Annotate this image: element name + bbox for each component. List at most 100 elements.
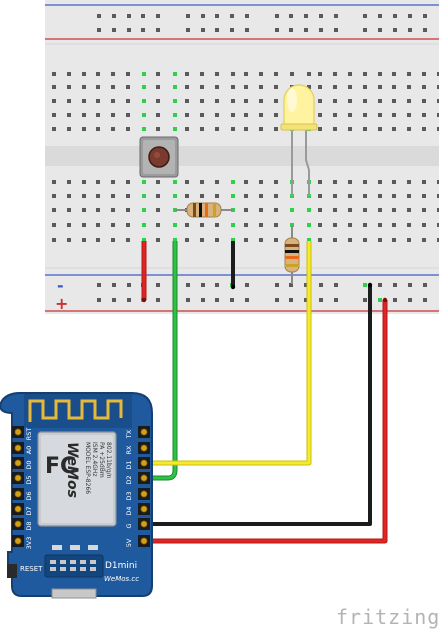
wemos-d1-mini-board: FC WeMos MODEL ESP-8266 ISM 2.4GHz PA +2… [0, 392, 153, 599]
breadboard-hole [245, 28, 249, 32]
breadboard-hole [334, 283, 338, 287]
reset-label: RESET [20, 565, 43, 573]
breadboard-hole-active [378, 298, 382, 302]
breadboard-hole [423, 298, 427, 302]
breadboard-hole [274, 99, 278, 103]
breadboard-hole [378, 99, 382, 103]
breadboard-hole [363, 72, 367, 76]
breadboard-hole [437, 127, 439, 131]
breadboard-hole [200, 180, 204, 184]
breadboard-hole-active [173, 99, 177, 103]
breadboard-hole [348, 223, 352, 227]
header-pin-pad [14, 444, 22, 452]
push-button[interactable] [139, 136, 179, 178]
header-pin-pad [14, 428, 22, 436]
header-pin-pad [14, 505, 22, 513]
breadboard-hole [333, 223, 337, 227]
breadboard-hole [156, 127, 160, 131]
breadboard-hole [52, 72, 56, 76]
breadboard-hole [156, 298, 160, 302]
breadboard-hole [82, 72, 86, 76]
breadboard-hole [156, 194, 160, 198]
breadboard-hole [156, 208, 160, 212]
right-pin-label: D1 [125, 460, 133, 469]
breadboard-hole [127, 28, 131, 32]
breadboard-hole [363, 238, 367, 242]
breadboard-hole [363, 14, 367, 18]
breadboard-hole [215, 180, 219, 184]
breadboard-hole [437, 238, 439, 242]
breadboard-hole [318, 113, 322, 117]
breadboard-hole [378, 127, 382, 131]
breadboard-hole [96, 223, 100, 227]
breadboard-hole [333, 238, 337, 242]
module-line-3: 802.11b/g/n [105, 442, 112, 479]
breadboard-hole [111, 223, 115, 227]
breadboard-hole [67, 180, 71, 184]
rail-minus-sign: - [57, 276, 64, 295]
breadboard-hole [363, 113, 367, 117]
left-pin-label: D6 [25, 491, 33, 500]
breadboard-hole [156, 223, 160, 227]
breadboard-hole [126, 85, 130, 89]
breadboard-hole [289, 283, 293, 287]
header-pin-pad [140, 444, 148, 452]
breadboard-hole [378, 238, 382, 242]
breadboard-hole [363, 223, 367, 227]
breadboard-hole [215, 298, 219, 302]
breadboard-hole [245, 298, 249, 302]
breadboard-hole [319, 283, 323, 287]
breadboard-hole [111, 113, 115, 117]
breadboard-hole [67, 223, 71, 227]
breadboard-hole [348, 180, 352, 184]
breadboard-hole [437, 99, 439, 103]
breadboard-hole [186, 283, 190, 287]
breadboard-hole [82, 194, 86, 198]
breadboard-hole-active [142, 85, 146, 89]
breadboard-hole [407, 194, 411, 198]
breadboard-hole [363, 208, 367, 212]
breadboard-hole [363, 99, 367, 103]
breadboard-hole [275, 14, 279, 18]
site-label: WeMos.cc [104, 575, 139, 583]
led[interactable] [280, 84, 318, 196]
breadboard-hole [215, 238, 219, 242]
breadboard-hole [244, 113, 248, 117]
breadboard-hole [422, 72, 426, 76]
header-pin-pad [140, 520, 148, 528]
red-wire[interactable] [144, 300, 387, 543]
header-pin-pad [14, 520, 22, 528]
breadboard-hole [422, 113, 426, 117]
wire-end [367, 282, 373, 288]
yellow-wire[interactable] [144, 241, 311, 465]
breadboard-hole [244, 208, 248, 212]
breadboard-hole [378, 85, 382, 89]
reset-button[interactable] [7, 564, 17, 578]
breadboard-hole [334, 28, 338, 32]
resistor-horizontal[interactable] [175, 202, 233, 218]
breadboard-hole [378, 28, 382, 32]
breadboard-hole [96, 99, 100, 103]
breadboard-hole [437, 180, 439, 184]
breadboard-hole [422, 127, 426, 131]
breadboard-hole [185, 194, 189, 198]
green-wire[interactable] [144, 241, 177, 480]
black-wire[interactable] [144, 285, 372, 526]
breadboard-hole [423, 283, 427, 287]
red-wire-outline[interactable] [144, 300, 388, 544]
breadboard-hole-active [307, 223, 311, 227]
breadboard-hole [378, 113, 382, 117]
breadboard-hole [304, 298, 308, 302]
breadboard-hole [126, 180, 130, 184]
breadboard-hole [318, 208, 322, 212]
breadboard-hole-active [231, 194, 235, 198]
breadboard-hole [244, 238, 248, 242]
resistor-vertical[interactable] [284, 226, 300, 284]
breadboard-hole [200, 99, 204, 103]
breadboard-hole [259, 238, 263, 242]
breadboard-hole [437, 223, 439, 227]
breadboard-hole [230, 28, 234, 32]
breadboard-hole [126, 238, 130, 242]
breadboard-hole [334, 298, 338, 302]
breadboard-hole [97, 14, 101, 18]
